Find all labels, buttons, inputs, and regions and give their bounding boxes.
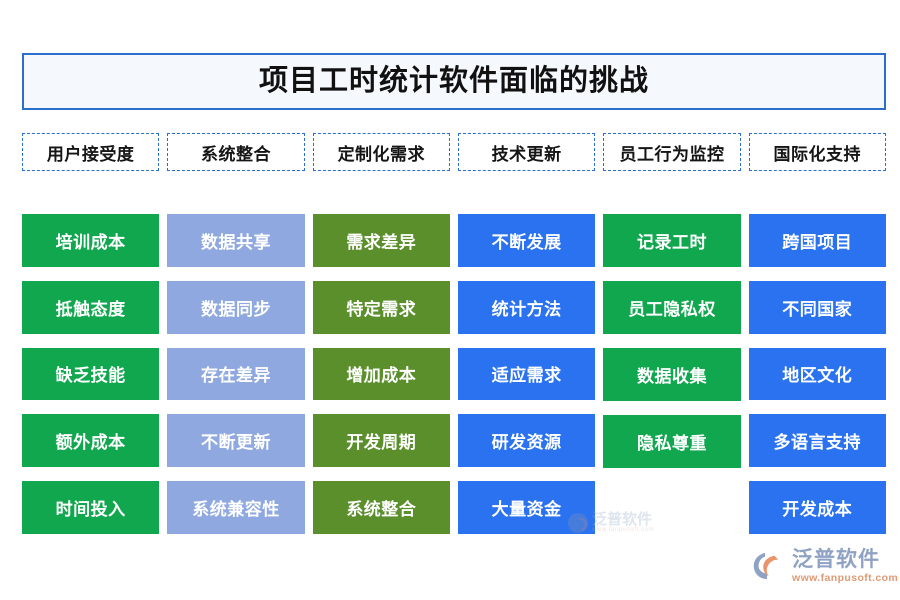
category-header-cell: 技术更新 xyxy=(457,133,596,171)
category-box-internationalization[interactable]: 国际化支持 xyxy=(748,133,886,171)
challenge-chip[interactable]: 培训成本 xyxy=(22,214,160,267)
category-label: 系统整合 xyxy=(200,144,271,164)
challenge-chip[interactable]: 不同国家 xyxy=(748,280,886,334)
challenge-chip[interactable]: 不断发展 xyxy=(457,214,596,267)
challenge-chip[interactable]: 数据共享 xyxy=(167,214,305,267)
challenge-chip[interactable]: 额外成本 xyxy=(22,414,160,468)
diagram-title-box: 项目工时统计软件面临的挑战 xyxy=(22,53,886,110)
challenge-column-tech-update: 不断发展 统计方法 适应需求 研发资源 大量资金 xyxy=(457,214,596,534)
category-label: 国际化支持 xyxy=(773,144,862,164)
challenge-column-employee-monitoring: 记录工时 员工隐私权 数据收集 隐私尊重 xyxy=(603,214,741,534)
challenge-chip[interactable]: 不断更新 xyxy=(167,414,305,468)
challenge-grid: 培训成本 抵触态度 缺乏技能 额外成本 时间投入 数据共享 数据同步 存在差异 … xyxy=(22,214,886,534)
page-title: 项目工时统计软件面临的挑战 xyxy=(258,65,649,97)
challenge-column-internationalization: 跨国项目 不同国家 地区文化 多语言支持 开发成本 xyxy=(748,214,886,534)
challenge-chip[interactable]: 开发周期 xyxy=(312,414,450,468)
challenge-chip[interactable]: 时间投入 xyxy=(22,481,160,534)
challenge-chip[interactable]: 员工隐私权 xyxy=(603,281,741,334)
challenge-column-system-integration: 数据共享 数据同步 存在差异 不断更新 系统兼容性 xyxy=(167,214,305,534)
challenge-chip[interactable]: 多语言支持 xyxy=(748,414,886,468)
category-header-row: 用户接受度 系统整合 定制化需求 技术更新 员工行为监控 国际化支持 xyxy=(22,133,886,171)
challenge-chip[interactable]: 开发成本 xyxy=(748,481,886,534)
challenge-chip[interactable]: 需求差异 xyxy=(312,214,450,267)
logo-brand-name: 泛普软件 xyxy=(792,547,880,571)
challenge-chip[interactable]: 抵触态度 xyxy=(22,280,160,334)
challenge-column-user-acceptance: 培训成本 抵触态度 缺乏技能 额外成本 时间投入 xyxy=(22,214,160,534)
category-label: 技术更新 xyxy=(491,144,562,164)
category-label: 用户接受度 xyxy=(46,144,135,164)
challenge-chip[interactable]: 统计方法 xyxy=(457,280,596,334)
challenge-chip[interactable]: 大量资金 xyxy=(457,481,596,534)
challenge-chip[interactable]: 数据收集 xyxy=(603,348,741,401)
challenge-chip[interactable]: 系统整合 xyxy=(312,481,450,534)
challenge-chip[interactable]: 地区文化 xyxy=(748,347,886,401)
challenge-chip[interactable]: 记录工时 xyxy=(603,214,741,267)
category-box-system-integration[interactable]: 系统整合 xyxy=(167,133,305,171)
category-header-cell: 定制化需求 xyxy=(312,133,450,171)
logo-text: 泛普软件 www.fanpusoft.com xyxy=(792,548,898,585)
challenge-chip[interactable]: 隐私尊重 xyxy=(603,415,741,468)
category-header-cell: 用户接受度 xyxy=(22,133,160,171)
challenge-chip[interactable]: 缺乏技能 xyxy=(22,347,160,401)
category-label: 员工行为监控 xyxy=(619,144,725,164)
challenge-chip[interactable]: 系统兼容性 xyxy=(167,481,305,534)
category-header-cell: 国际化支持 xyxy=(748,133,886,171)
challenge-chip[interactable]: 适应需求 xyxy=(457,347,596,401)
category-header-cell: 系统整合 xyxy=(167,133,305,171)
logo-brand-url: www.fanpusoft.com xyxy=(792,571,899,584)
challenge-chip[interactable]: 存在差异 xyxy=(167,347,305,401)
challenge-chip[interactable]: 数据同步 xyxy=(167,280,305,334)
category-label: 定制化需求 xyxy=(337,144,426,164)
brand-logo: 泛普软件 www.fanpusoft.com xyxy=(752,540,898,592)
category-box-customization[interactable]: 定制化需求 xyxy=(312,133,450,171)
challenge-chip[interactable]: 研发资源 xyxy=(457,414,596,468)
challenge-column-customization: 需求差异 特定需求 增加成本 开发周期 系统整合 xyxy=(312,214,450,534)
category-box-tech-update[interactable]: 技术更新 xyxy=(457,133,596,171)
challenge-chip[interactable]: 跨国项目 xyxy=(748,214,886,267)
category-header-cell: 员工行为监控 xyxy=(603,133,741,171)
logo-mark xyxy=(752,549,786,583)
challenge-chip[interactable]: 增加成本 xyxy=(312,347,450,401)
category-box-user-acceptance[interactable]: 用户接受度 xyxy=(22,133,160,171)
category-box-employee-monitoring[interactable]: 员工行为监控 xyxy=(603,133,741,171)
brand-swoosh-icon xyxy=(753,552,779,580)
challenge-chip[interactable]: 特定需求 xyxy=(312,280,450,334)
